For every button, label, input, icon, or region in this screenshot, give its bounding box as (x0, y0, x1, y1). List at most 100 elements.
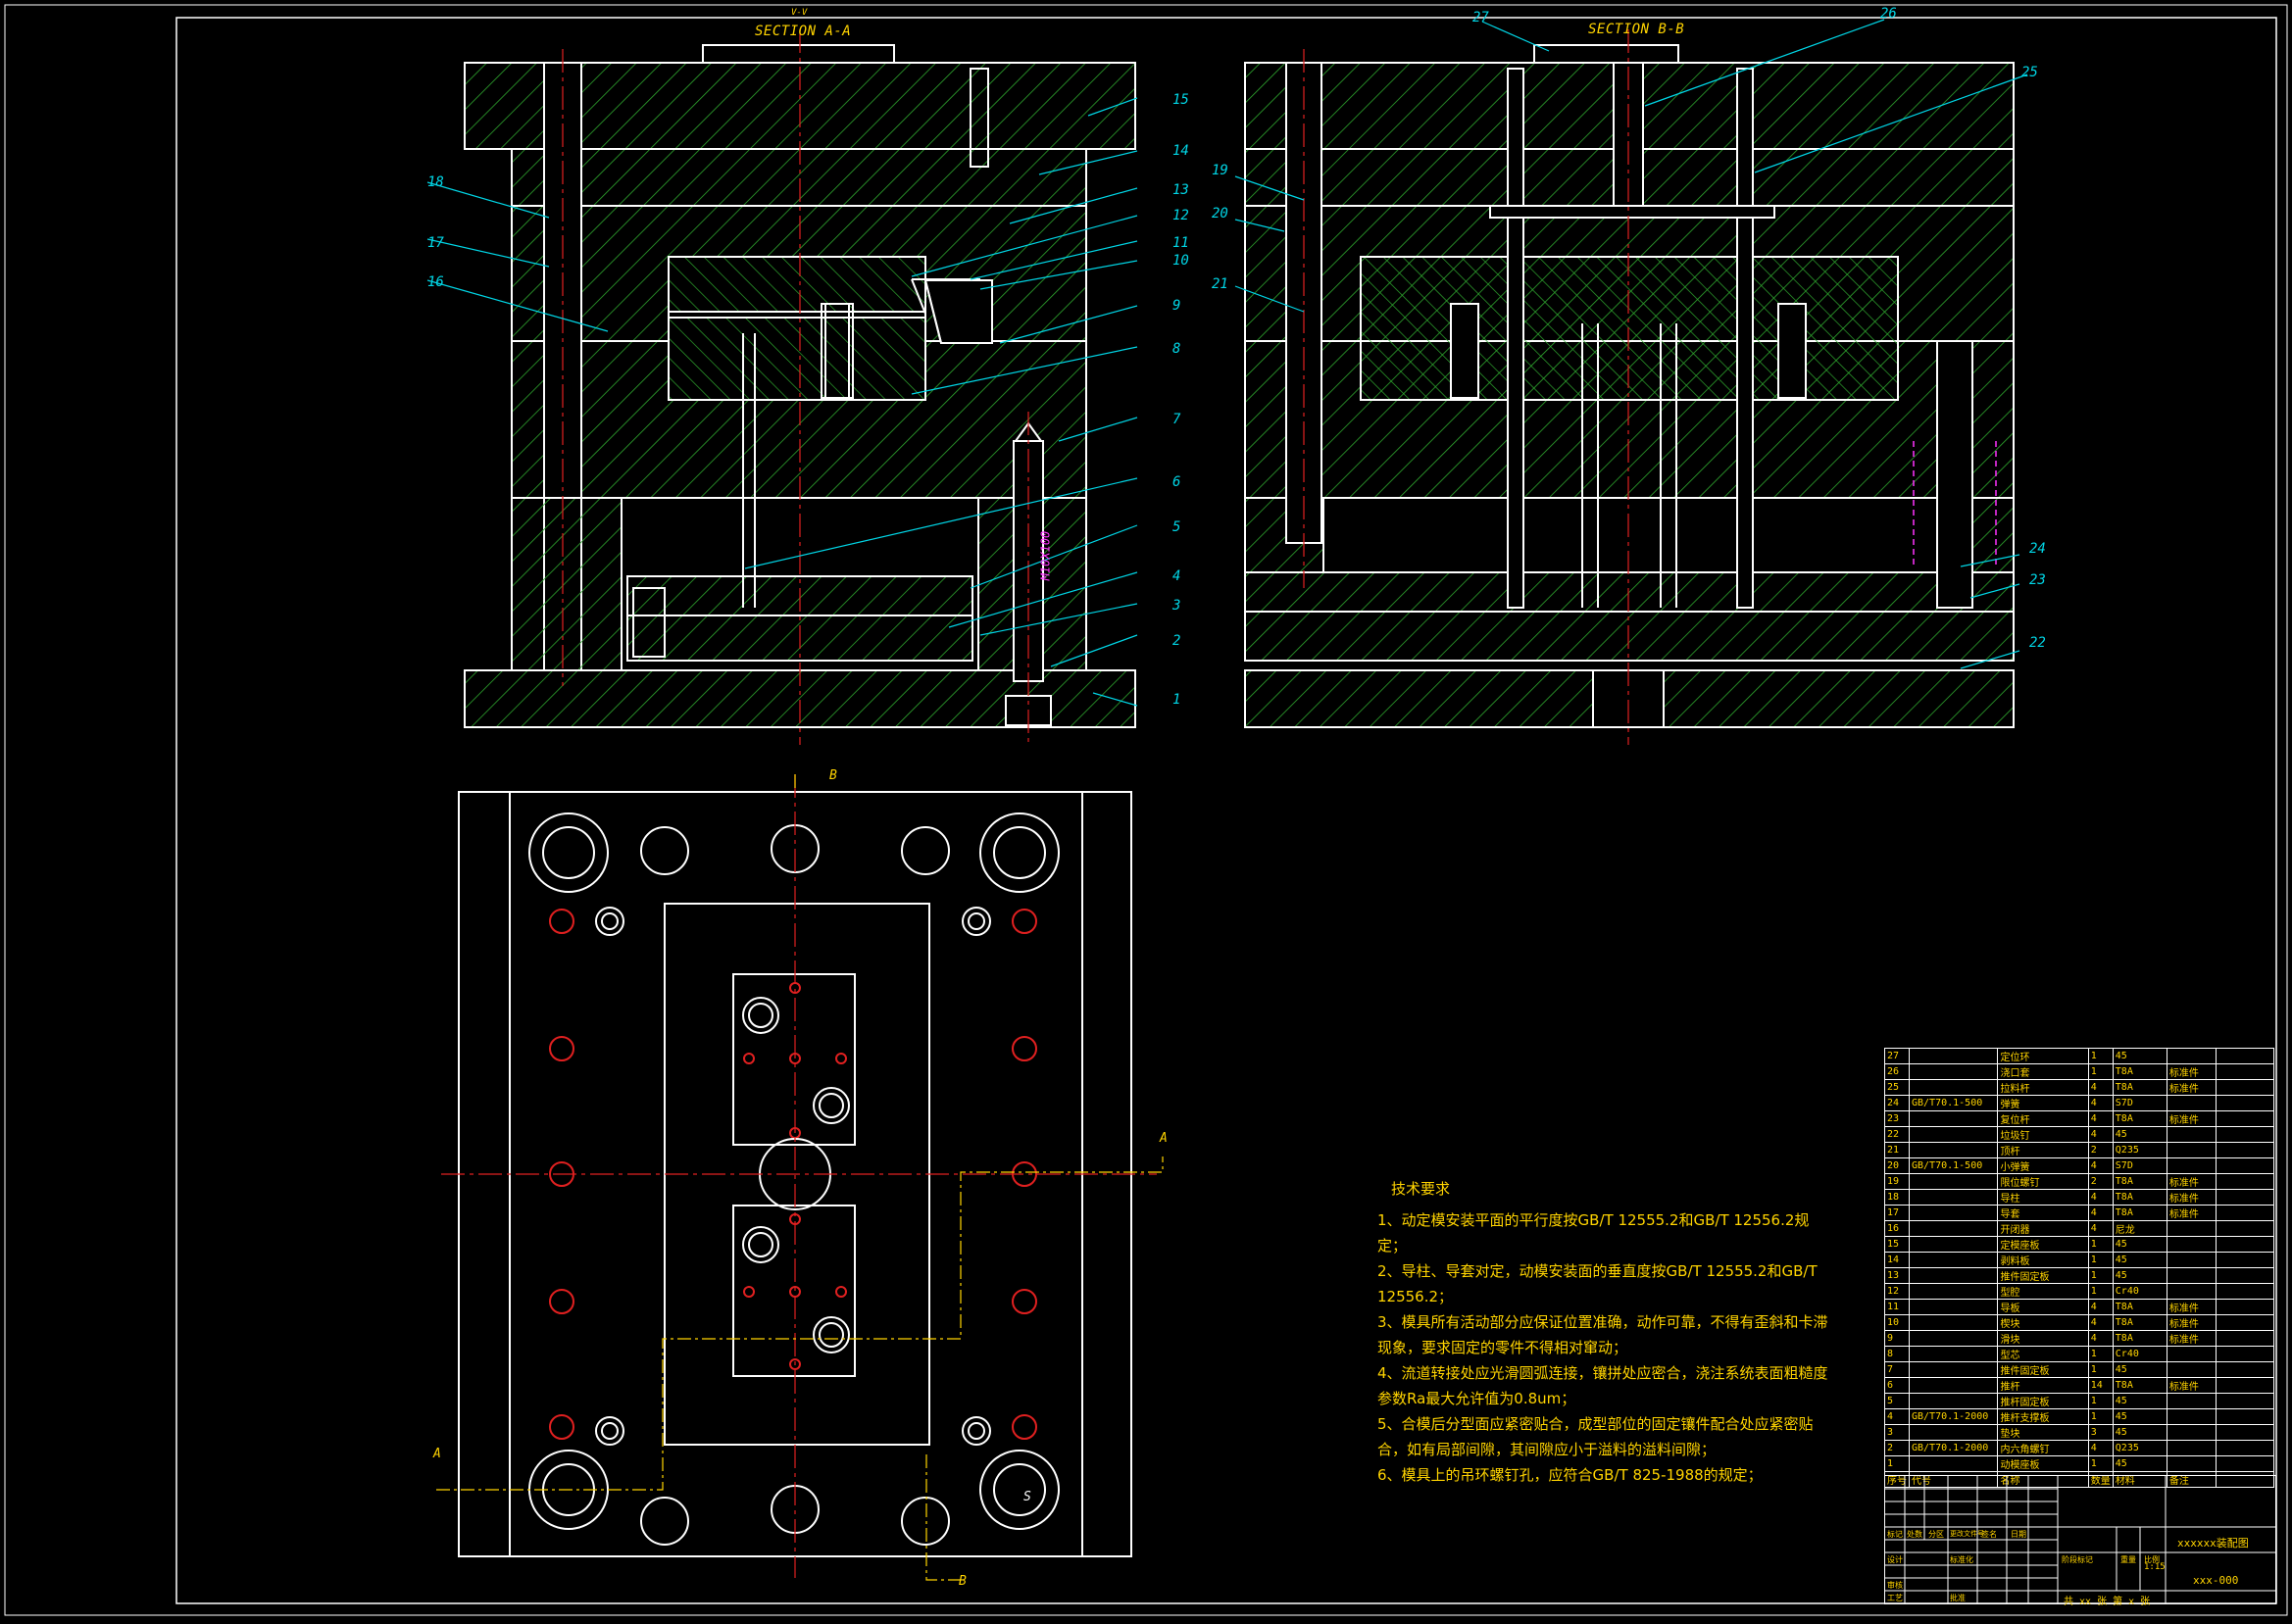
bom-cell (2166, 1267, 2217, 1284)
bom-cell (2215, 1393, 2275, 1409)
hole (968, 912, 985, 930)
bom-cell: 15 (1884, 1236, 1910, 1253)
bom-cell: 1 (1884, 1455, 1910, 1472)
bom-cell: T8A (2112, 1173, 2167, 1190)
sheet-count: 共 xx 张 第 x 张 (2064, 1597, 2151, 1607)
bom-cell: 1 (2087, 1346, 2114, 1362)
bom-cell: 标准件 (2166, 1189, 2217, 1206)
callout-label: 19 (1212, 163, 1228, 178)
bom-cell: T8A (2112, 1110, 2167, 1127)
bom-cell: 16 (1884, 1220, 1910, 1237)
callout-leader (1960, 650, 2020, 669)
bom-cell (1908, 1063, 1999, 1080)
bom-cell: 23 (1884, 1110, 1910, 1127)
bom-cell: 27 (1884, 1048, 1910, 1064)
bom-cell: 5 (1884, 1393, 1910, 1409)
callout-label: 21 (1212, 276, 1228, 292)
bom-cell: Cr40 (2112, 1346, 2167, 1362)
bom-cell (1908, 1079, 1999, 1096)
hole (819, 1322, 844, 1348)
bom-cell: 4 (2087, 1079, 2114, 1096)
hole (748, 1232, 773, 1257)
callout-label: 9 (1172, 298, 1181, 314)
bom-cell: 8 (1884, 1346, 1910, 1362)
bom-cell (2215, 1157, 2275, 1174)
callout-leader (979, 603, 1138, 636)
bom-cell: 标准件 (2166, 1079, 2217, 1096)
hole (835, 1053, 847, 1064)
callout-leader (426, 181, 550, 219)
bom-cell: 垃圾钉 (1997, 1126, 2089, 1143)
bom-cell: 10 (1884, 1314, 1910, 1331)
bom-cell: 7 (1884, 1361, 1910, 1378)
section-a-title: SECTION A-A (755, 24, 852, 39)
tb-label-scale: 比例 (2144, 1555, 2160, 1564)
bom-cell (2166, 1252, 2217, 1268)
bom-cell (1908, 1220, 1999, 1237)
bom-cell: 3 (1884, 1424, 1910, 1441)
bom-cell: 45 (2112, 1267, 2167, 1284)
hole (993, 826, 1046, 879)
bom-cell (1908, 1330, 1999, 1347)
tb-label-count: 处数 (1907, 1530, 1922, 1539)
bom-cell: 45 (2112, 1455, 2167, 1472)
hole (549, 1036, 574, 1061)
callout-leader (1969, 583, 2020, 599)
bom-cell: 楔块 (1997, 1314, 2089, 1331)
bom-cell: 4 (2087, 1205, 2114, 1221)
bom-cell: 13 (1884, 1267, 1910, 1284)
bom-cell (1908, 1205, 1999, 1221)
bom-cell (2166, 1346, 2217, 1362)
hole (1012, 1414, 1037, 1440)
bom-cell (1908, 1314, 1999, 1331)
hole (542, 826, 595, 879)
bom-cell: 标准件 (2166, 1173, 2217, 1190)
bom-cell (2166, 1424, 2217, 1441)
bom-cell (2215, 1236, 2275, 1253)
tb-label-stage: 阶段标记 (2062, 1555, 2093, 1564)
bom-cell: 标准件 (2166, 1314, 2217, 1331)
bom-cell: 剥料板 (1997, 1252, 2089, 1268)
hole (601, 912, 619, 930)
callout-leader (911, 215, 1138, 277)
callout-label: 6 (1172, 474, 1181, 490)
bom-cell (1908, 1393, 1999, 1409)
bom-cell (2166, 1455, 2217, 1472)
bom-cell: 滑块 (1997, 1330, 2089, 1347)
bom-cell: 导板 (1997, 1299, 2089, 1315)
bom-cell (2215, 1048, 2275, 1064)
section-arrow-b-top: B (829, 768, 837, 783)
bom-cell: 垫块 (1997, 1424, 2089, 1441)
bom-cell: T8A (2112, 1330, 2167, 1347)
bom-cell (1908, 1126, 1999, 1143)
hole (528, 812, 609, 893)
bom-cell: 4 (2087, 1220, 2114, 1237)
bom-cell (2166, 1440, 2217, 1456)
bom-cell (2215, 1173, 2275, 1190)
bom-cell: 弹簧 (1997, 1095, 2089, 1111)
bom-cell (2215, 1142, 2275, 1158)
bom-cell (1908, 1142, 1999, 1158)
bom-cell: T8A (2112, 1189, 2167, 1206)
bom-cell (1908, 1283, 1999, 1300)
bom-cell: 45 (2112, 1393, 2167, 1409)
bom-cell (2215, 1267, 2275, 1284)
bom-cell: 45 (2112, 1126, 2167, 1143)
callout-leader (1087, 97, 1138, 117)
note-item: 2、导柱、导套对定，动模安装面的垂直度按GB/T 12555.2和GB/T 12… (1377, 1262, 1818, 1305)
callout-label: 1 (1172, 692, 1181, 708)
bom-cell: 45 (2112, 1361, 2167, 1378)
callout-label: 23 (2029, 572, 2046, 588)
hole (789, 1358, 801, 1370)
bom-cell: 小弹簧 (1997, 1157, 2089, 1174)
callout-label: 16 (427, 274, 444, 290)
bom-cell: S7D (2112, 1157, 2167, 1174)
bom-cell (2166, 1283, 2217, 1300)
sprue-mark: S (1023, 1490, 1031, 1504)
bom-cell: 推杆固定板 (1997, 1393, 2089, 1409)
